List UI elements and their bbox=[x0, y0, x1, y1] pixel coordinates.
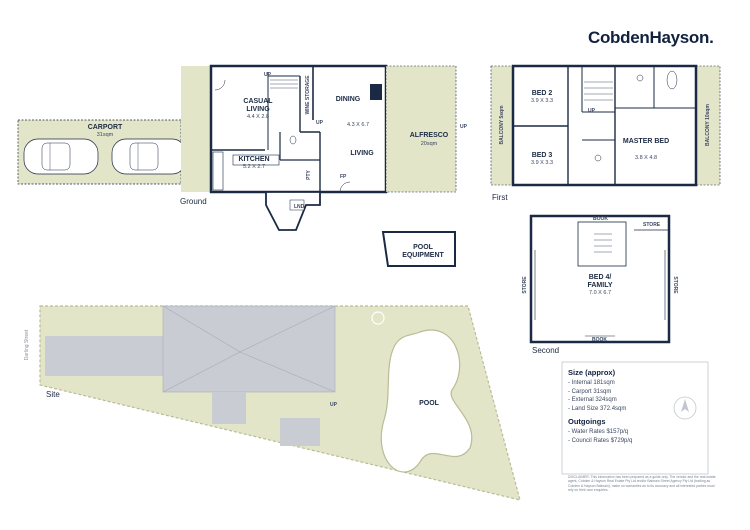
disclaimer-text: DISCLAIMER: This information has been pr… bbox=[568, 475, 716, 493]
kitchen-label: KITCHEN bbox=[238, 156, 270, 163]
pool-shape bbox=[380, 329, 473, 473]
balcony-left-label: BALCONY 5sqm bbox=[499, 105, 505, 145]
first-floor-caption: First bbox=[492, 193, 508, 202]
size-carport: Carport 31sqm bbox=[568, 388, 703, 397]
balcony-right-label: BALCONY 10sqm bbox=[705, 104, 711, 146]
store-left-label: STORE bbox=[522, 276, 528, 294]
site-caption: Site bbox=[46, 390, 60, 399]
ground-stairs-up-label: UP bbox=[264, 72, 271, 78]
pool-label: POOL bbox=[419, 400, 439, 407]
living-label: LIVING bbox=[350, 150, 374, 157]
alfresco-dim: 20sqm bbox=[420, 141, 438, 147]
bed3-label: BED 3 bbox=[531, 152, 553, 159]
laundry-label: LND bbox=[294, 204, 305, 210]
wine-storage-label: WINE STORAGE bbox=[305, 75, 311, 115]
outgoings-list: Water Rates $157p/q Council Rates $729p/… bbox=[568, 428, 703, 445]
car-right-icon bbox=[111, 138, 187, 175]
casual-living-dim: 4.4 X 2.8 bbox=[246, 114, 270, 120]
info-panel: Size (approx) Internal 181sqm Carport 31… bbox=[568, 368, 703, 468]
store-right-label: STORE bbox=[672, 276, 678, 294]
dining-label: DINING bbox=[335, 96, 361, 103]
second-floor-caption: Second bbox=[532, 346, 560, 355]
house-walls bbox=[209, 64, 388, 194]
size-internal: Internal 181sqm bbox=[568, 379, 703, 388]
pool-equipment-label: POOL EQUIPMENT bbox=[402, 244, 444, 259]
kitchen-dim: 5.2 X 2.7 bbox=[242, 164, 266, 170]
alfresco-up-label: UP bbox=[460, 124, 467, 130]
laundry-walls bbox=[265, 191, 321, 231]
water-rates: Water Rates $157p/q bbox=[568, 428, 703, 437]
kitchen-bench bbox=[212, 151, 224, 191]
master-bed-label: MASTER BED bbox=[622, 138, 670, 145]
size-title: Size (approx) bbox=[568, 368, 616, 377]
site-plan bbox=[39, 305, 521, 508]
size-external: External 324sqm bbox=[568, 396, 703, 405]
size-land: Land Size 372.4sqm bbox=[568, 405, 703, 414]
bed2-dim: 3.9 X 3.3 bbox=[530, 98, 554, 104]
bed4-label: BED 4/ FAMILY bbox=[587, 274, 613, 289]
store-top-label: STORE bbox=[643, 222, 661, 228]
site-up-label: UP bbox=[330, 402, 337, 408]
council-rates: Council Rates $729p/q bbox=[568, 437, 703, 446]
living-dim: 4.3 X 6.7 bbox=[346, 122, 370, 128]
book-bottom-label: BOOK bbox=[592, 337, 607, 343]
master-bed-dim: 3.8 X 4.8 bbox=[634, 155, 658, 161]
ground-floor-caption: Ground bbox=[180, 197, 207, 206]
carport-label: CARPORT bbox=[87, 124, 123, 131]
first-floor-plan bbox=[490, 64, 721, 187]
first-up-label: UP bbox=[588, 108, 595, 114]
alfresco-area bbox=[385, 65, 457, 193]
side-path bbox=[181, 66, 211, 192]
ground-up-label: UP bbox=[316, 120, 323, 126]
bed2-label: BED 2 bbox=[531, 90, 553, 97]
street-label: Darling Street bbox=[24, 329, 30, 361]
casual-living-label: CASUAL LIVING bbox=[243, 98, 273, 113]
kitchen-island bbox=[232, 154, 280, 166]
fireplace-block bbox=[370, 84, 382, 100]
bed3-dim: 3.9 X 3.3 bbox=[530, 160, 554, 166]
site-carport bbox=[45, 336, 163, 376]
ground-floor-plan bbox=[17, 64, 457, 231]
brand-logo: CobdenHayson. bbox=[588, 28, 714, 47]
outgoings-title: Outgoings bbox=[568, 417, 606, 427]
bed4-dim: 7.0 X 6.7 bbox=[588, 290, 612, 296]
balcony-right bbox=[695, 65, 721, 186]
book-top-label: BOOK bbox=[593, 216, 608, 222]
car-left-icon bbox=[23, 138, 99, 175]
size-list: Internal 181sqm Carport 31sqm External 3… bbox=[568, 379, 703, 413]
pantry-label: PTY bbox=[306, 170, 312, 180]
site-house bbox=[162, 305, 336, 393]
pool-equipment-room bbox=[381, 231, 456, 267]
carport-dim: 31sqm bbox=[96, 132, 114, 138]
alfresco-label: ALFRESCO bbox=[409, 132, 449, 139]
fireplace-label: FP bbox=[340, 174, 347, 180]
second-floor-plan bbox=[529, 214, 671, 344]
